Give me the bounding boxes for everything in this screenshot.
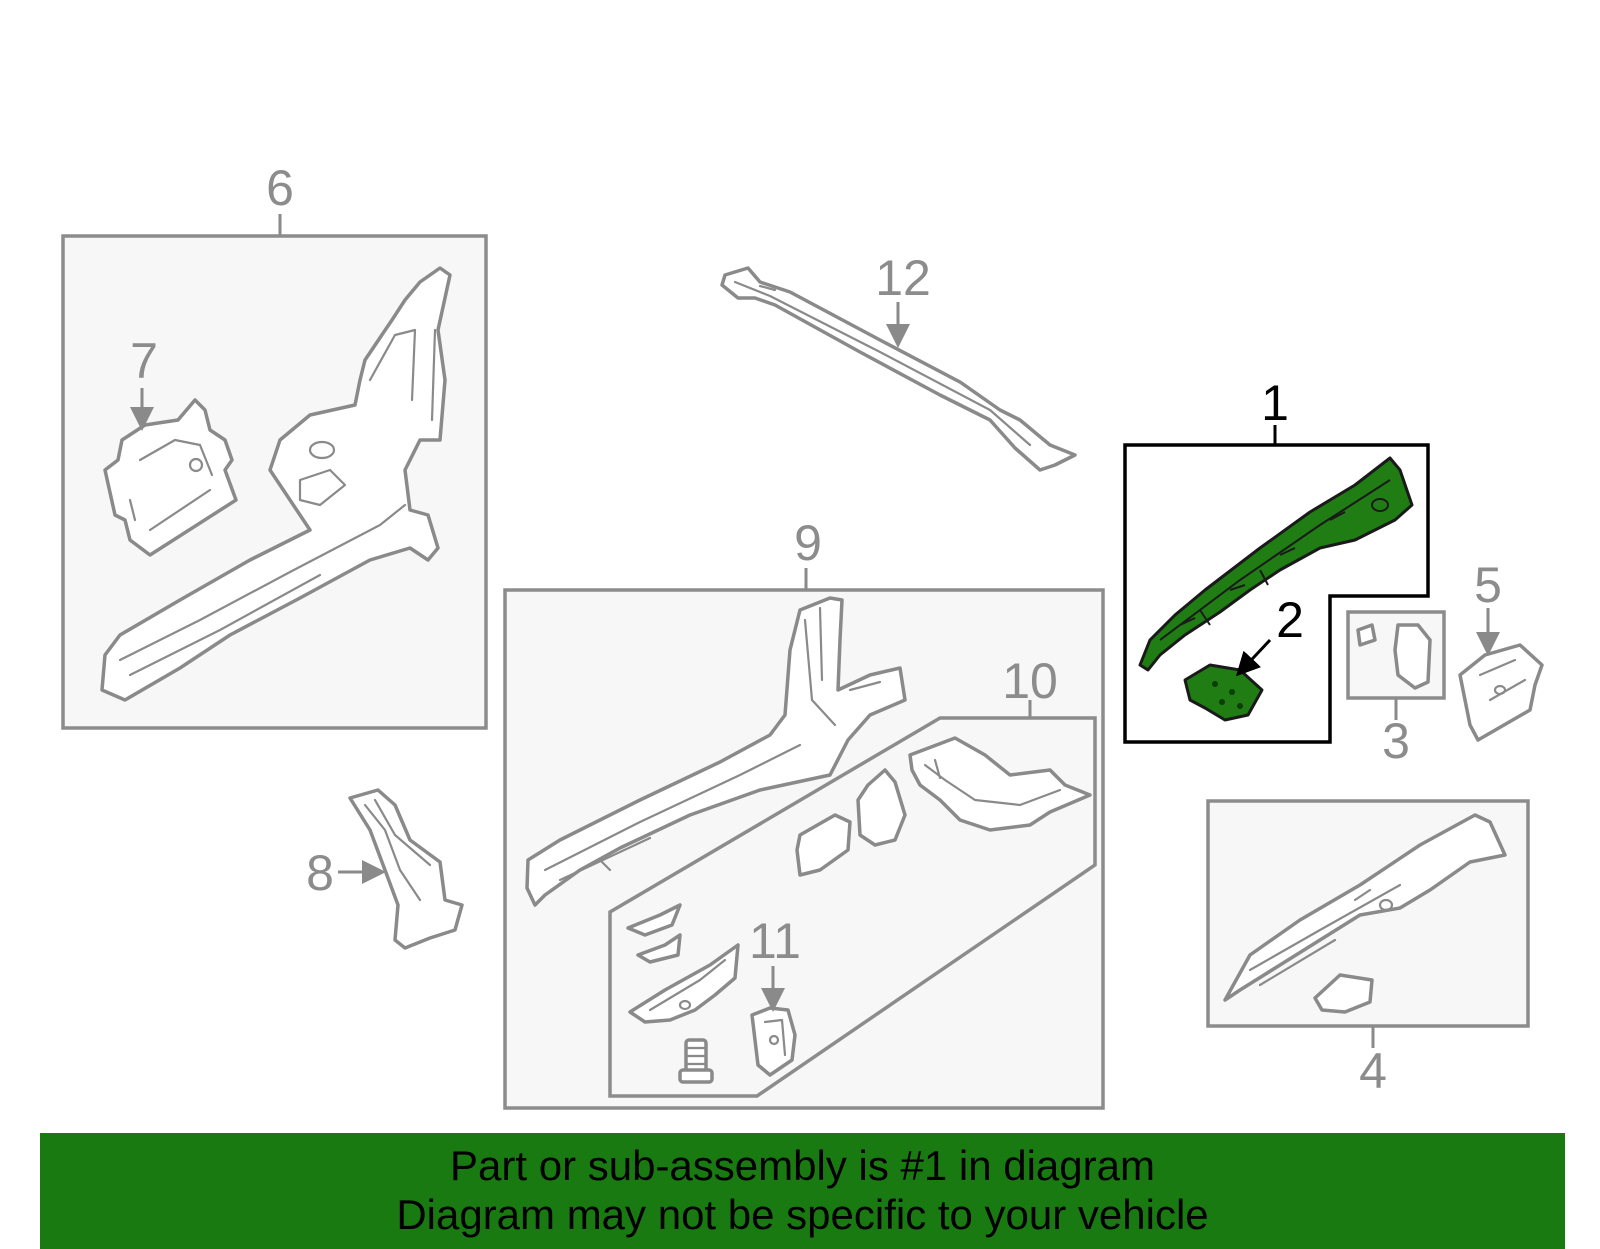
part-5-group: 5	[1458, 557, 1544, 742]
callout-11[interactable]: 11	[749, 913, 801, 969]
part-8-detail	[363, 798, 432, 902]
part-12-group: 12	[720, 250, 1077, 472]
part-10-panel[interactable]	[908, 736, 1092, 832]
part-10-panel-detail	[923, 758, 1062, 807]
part-2-holes	[1212, 681, 1243, 709]
part-10-reinforcement-detail	[648, 958, 727, 1012]
part-12-crossmember[interactable]	[720, 266, 1077, 472]
part-8-pillar[interactable]	[348, 788, 464, 950]
part-4-rail[interactable]	[1223, 813, 1507, 1002]
part-8-group: 8	[306, 788, 464, 950]
part-7-bracket[interactable]	[103, 398, 238, 557]
callout-7[interactable]: 7	[130, 333, 158, 389]
callout-12[interactable]: 12	[875, 250, 931, 306]
part-10-reinforcement[interactable]	[628, 943, 740, 1024]
group-1: 1 2	[1123, 375, 1430, 744]
part-1-rail[interactable]	[1138, 456, 1414, 672]
group-4: 4	[1206, 799, 1530, 1099]
callout-10[interactable]: 10	[1002, 653, 1058, 709]
part-10-bracket-b[interactable]	[795, 813, 852, 877]
callout-5[interactable]: 5	[1474, 557, 1502, 613]
part-4-detail	[1248, 883, 1402, 987]
part-7-detail	[128, 438, 214, 532]
part-11-detail	[763, 1018, 787, 1057]
callout-1[interactable]: 1	[1261, 375, 1289, 431]
callout-6[interactable]: 6	[266, 160, 294, 216]
banner-line-2: Diagram may not be specific to your vehi…	[396, 1191, 1209, 1238]
part-6-rail-detail	[118, 328, 437, 677]
part-3-large[interactable]	[1393, 623, 1432, 690]
part-5-detail	[1478, 658, 1527, 702]
callout-8[interactable]: 8	[306, 845, 334, 901]
part-10-bolt[interactable]	[678, 1038, 714, 1084]
banner-line-1: Part or sub-assembly is #1 in diagram	[450, 1142, 1155, 1189]
callout-4[interactable]: 4	[1359, 1043, 1387, 1099]
part-12-detail	[733, 280, 1032, 447]
group-6: 6 7	[61, 160, 488, 730]
info-banner: Part or sub-assembly is #1 in diagram Di…	[40, 1133, 1565, 1249]
part-1-detail	[1159, 479, 1391, 641]
callout-2[interactable]: 2	[1276, 592, 1304, 648]
callout-3[interactable]: 3	[1382, 713, 1410, 769]
callout-9[interactable]: 9	[794, 515, 822, 571]
part-10-bracket-a[interactable]	[856, 768, 907, 847]
part-4-bracket[interactable]	[1313, 973, 1374, 1014]
part-3-small[interactable]	[1356, 623, 1377, 647]
group-9: 9 10 11	[503, 515, 1105, 1110]
part-9-detail	[543, 606, 882, 882]
group-3: 3	[1346, 610, 1446, 769]
part-6-rail[interactable]	[100, 266, 452, 702]
part-10-clip-a[interactable]	[626, 903, 682, 937]
part-10-clip-b[interactable]	[636, 933, 682, 964]
part-2-leader	[1235, 638, 1272, 677]
